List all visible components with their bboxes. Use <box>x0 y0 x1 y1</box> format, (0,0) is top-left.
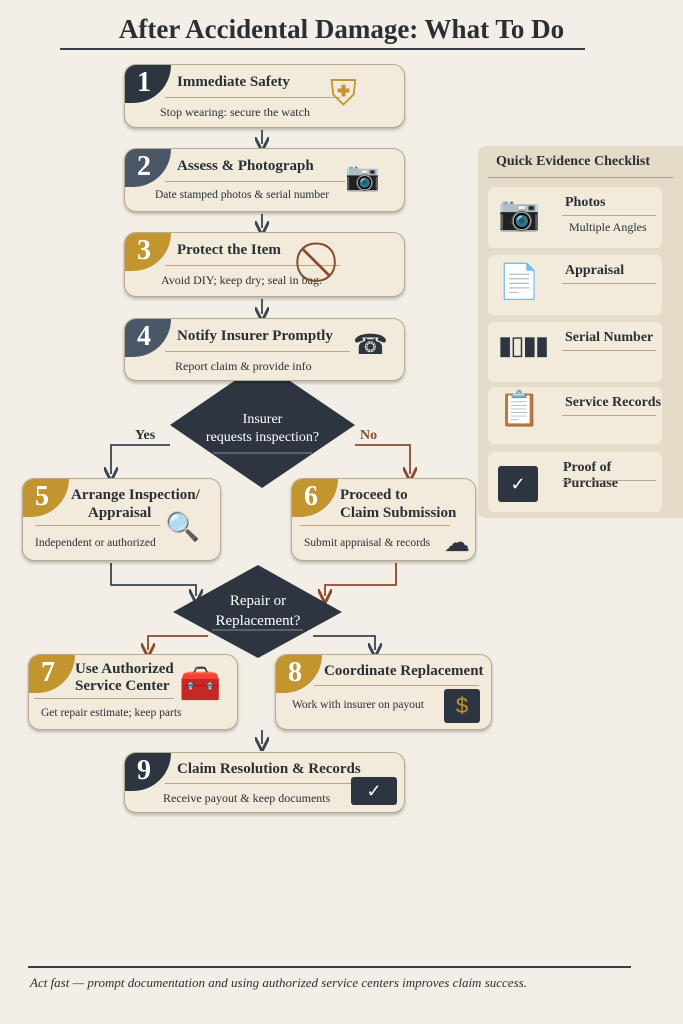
step-number-badge: 9 <box>125 753 171 791</box>
step-description: Date stamped photos & serial number <box>155 189 330 201</box>
divider <box>488 177 673 178</box>
yes-label: Yes <box>135 428 156 443</box>
step-2-card: 2 Assess & Photograph Date stamped photo… <box>124 148 405 212</box>
divider <box>300 525 450 526</box>
decision-diamond-inspection <box>170 362 355 488</box>
checklist-item-title: Appraisal <box>565 263 625 278</box>
footer-note: Act fast — prompt documentation and usin… <box>30 975 527 990</box>
checklist-item-title: Proof of Purchase <box>563 460 618 491</box>
step-title: Protect the Item <box>177 242 281 258</box>
step-number-badge: 5 <box>23 479 69 517</box>
step-6-card: 6 Proceed to Claim Submission Submit app… <box>291 478 476 561</box>
divider <box>562 283 656 284</box>
step-description: Submit appraisal & records <box>304 537 431 549</box>
barcode-card-icon: ▮▯▮▮ <box>498 330 549 360</box>
step-title: Proceed to <box>340 487 408 503</box>
arrow-6-decision2 <box>325 563 397 596</box>
decision-2-line1: Repair or <box>229 593 287 609</box>
step-title: Use Authorized <box>75 661 174 677</box>
step-5-card: 5 Arrange Inspection/ Appraisal Independ… <box>22 478 221 561</box>
title-divider <box>60 48 585 50</box>
step-9-card: 9 Claim Resolution & Records Receive pay… <box>124 752 405 813</box>
checklist-item-title: Photos <box>565 195 606 210</box>
step-title: Arrange Inspection/ <box>71 487 200 503</box>
checklist-item-service-records: 📋 Service Records <box>488 387 662 444</box>
step-3-card: 3 Protect the Item Avoid DIY; keep dry; … <box>124 232 405 297</box>
folder-check-icon: ✓ <box>351 777 397 805</box>
step-title: Assess & Photograph <box>177 158 314 174</box>
divider <box>562 350 656 351</box>
step-description: Independent or authorized <box>35 537 156 549</box>
step-number-badge: 6 <box>292 479 338 517</box>
step-1-card: 1 Immediate Safety Stop wearing: secure … <box>124 64 405 128</box>
step-title: Coordinate Replacement <box>324 663 484 679</box>
decision-1-line2: requests inspection? <box>205 430 320 445</box>
checklist-item-appraisal: 📄 Appraisal <box>488 255 662 315</box>
step-number-badge: 4 <box>125 319 171 357</box>
wrench-toolbox-icon: 🧰 <box>179 665 222 703</box>
decision-1-text: Insurer requests inspection? <box>190 411 335 447</box>
step-7-card: 7 Use Authorized Service Center Get repa… <box>28 654 238 730</box>
page-title: After Accidental Damage: What To Do <box>118 14 565 44</box>
checklist-item-subtitle: Multiple Angles <box>569 220 647 234</box>
step-description: Avoid DIY; keep dry; seal in bag. <box>161 273 322 287</box>
decision-diamond-repair <box>173 565 342 658</box>
document-magnifier-icon: 📄 <box>498 263 541 301</box>
divider <box>562 480 656 481</box>
step-description: Report claim & provide info <box>175 359 312 373</box>
step-description: Work with insurer on payout <box>292 699 424 711</box>
checklist-title: Quick Evidence Checklist <box>496 154 651 169</box>
decision-2-line2: Replacement? <box>215 613 301 629</box>
step-number-badge: 2 <box>125 149 171 187</box>
divider <box>165 97 340 98</box>
divider <box>562 415 656 416</box>
decision-2-text: Repair or Replacement? <box>193 591 323 631</box>
no-label: No <box>360 428 378 443</box>
checklist-item-title: Serial Number <box>565 330 654 345</box>
divider <box>562 215 656 216</box>
step-number-badge: 7 <box>29 655 75 693</box>
arrow-yes <box>111 444 170 474</box>
step-4-card: 4 Notify Insurer Promptly Report claim &… <box>124 318 405 381</box>
checklist-item-title: Service Records <box>565 395 662 410</box>
checklist-item-proof-of-purchase: ✓ Proof of Purchase <box>488 452 662 512</box>
arrow-repl <box>313 635 375 650</box>
box-dollar-icon: $ <box>444 689 480 723</box>
step-title: Immediate Safety <box>177 74 290 90</box>
divider <box>165 783 355 784</box>
step-title: Notify Insurer Promptly <box>177 328 333 344</box>
arrow-no <box>355 444 410 474</box>
divider <box>165 265 340 266</box>
photos-camera-icon: 📷 <box>498 195 541 233</box>
step-title: Claim Resolution & Records <box>177 761 361 777</box>
footer-divider <box>28 966 631 968</box>
divider <box>34 698 174 699</box>
divider <box>314 685 479 686</box>
step-description: Get repair estimate; keep parts <box>41 707 182 719</box>
checklist-item-serial-number: ▮▯▮▮ Serial Number <box>488 322 662 382</box>
arrow-5-decision2 <box>110 563 196 596</box>
divider <box>165 351 350 352</box>
divider <box>165 181 345 182</box>
camera-clock-icon: 📷 <box>345 161 380 192</box>
step-description: Receive payout & keep documents <box>163 791 331 805</box>
magnifier-document-icon: 🔍 <box>165 511 200 542</box>
divider <box>35 525 160 526</box>
phone-document-icon: ☎ <box>353 329 388 360</box>
clipboard-receipt-icon: 📋 <box>498 390 541 428</box>
checklist-item-photos: 📷 Photos Multiple Angles <box>488 187 662 248</box>
step-description: Stop wearing: secure the watch <box>160 105 310 119</box>
step-number-badge: 8 <box>276 655 322 693</box>
step-8-card: 8 Coordinate Replacement Work with insur… <box>275 654 492 730</box>
decision-1-line1: Insurer <box>242 412 283 427</box>
step-title-line2: Service Center <box>75 678 170 694</box>
cloud-upload-icon: ☁ <box>444 527 470 557</box>
step-title-line2: Claim Submission <box>340 505 457 521</box>
step-title-line2: Appraisal <box>88 505 152 521</box>
receipt-folder-check-icon: ✓ <box>498 466 538 502</box>
arrow-repair <box>148 635 208 650</box>
shield-watch-icon: ⛨ <box>330 72 358 113</box>
